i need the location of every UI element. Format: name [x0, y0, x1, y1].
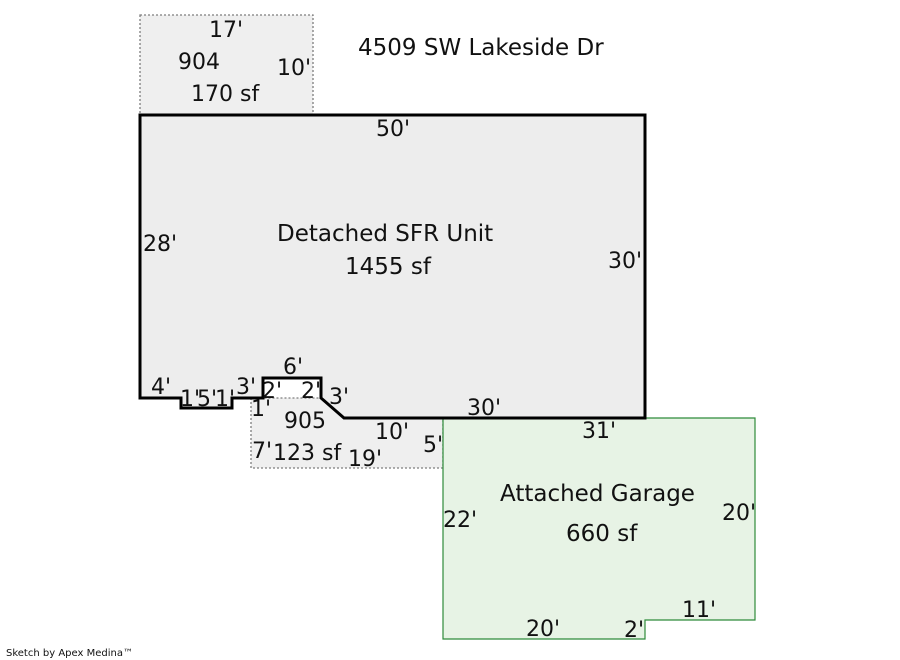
dim-step-3a: 3' [236, 375, 256, 400]
dim-main-bottom: 30' [467, 396, 501, 421]
porch-904-code: 904 [178, 50, 220, 75]
garage-name: Attached Garage [500, 481, 695, 507]
main-unit-shape [138, 113, 647, 420]
dim-porch905-7: 7' [252, 439, 272, 464]
dim-porch905-5: 5' [423, 433, 443, 458]
dim-garage-bottom: 20' [526, 617, 560, 642]
dim-porch904-top: 17' [209, 18, 243, 43]
dim-garage-left: 22' [443, 508, 477, 533]
garage-area: 660 sf [566, 521, 638, 547]
dim-step-3b: 3' [329, 385, 349, 410]
porch-905-code: 905 [284, 409, 326, 434]
dim-porch904-right: 10' [277, 56, 311, 81]
dim-step-1a: 1' [180, 387, 200, 412]
sketch-credit: Sketch by Apex Medina™ [6, 648, 133, 659]
main-unit-area: 1455 sf [345, 254, 432, 280]
dim-main-top: 50' [376, 117, 410, 142]
dim-step-1b: 1' [215, 387, 235, 412]
dim-garage-top: 31' [582, 419, 616, 444]
dim-main-left: 28' [143, 232, 177, 257]
dim-garage-right: 20' [722, 501, 756, 526]
garage-shape [442, 417, 756, 640]
dim-step-5: 5' [197, 387, 217, 412]
dim-porch905-10: 10' [375, 420, 409, 445]
dim-step-1c: 1' [251, 397, 271, 422]
dim-porch905-19: 19' [348, 447, 382, 472]
dim-step-2a: 2' [262, 379, 282, 404]
dim-garage-11: 11' [682, 598, 716, 623]
porch-904-area: 170 sf [191, 82, 260, 107]
dim-step-2b: 2' [301, 379, 321, 404]
porch-905-area: 123 sf [273, 441, 342, 466]
dim-step-6: 6' [283, 355, 303, 380]
property-address: 4509 SW Lakeside Dr [358, 35, 604, 61]
dim-garage-2: 2' [624, 618, 644, 643]
dim-main-right: 30' [608, 249, 642, 274]
main-unit-name: Detached SFR Unit [277, 221, 493, 247]
porch-904-shape [139, 14, 314, 116]
dim-step-4: 4' [151, 375, 171, 400]
